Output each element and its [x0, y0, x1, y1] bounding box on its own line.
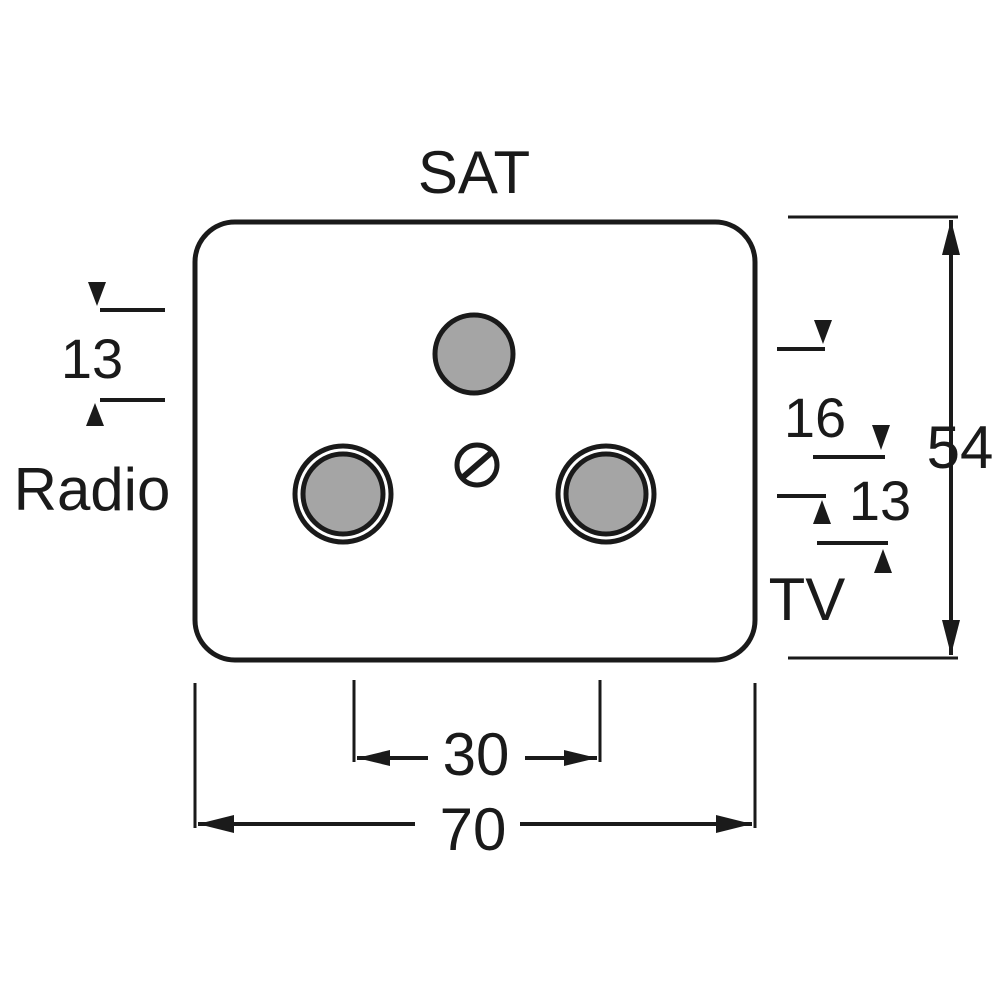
radio-socket-dimension: 13	[61, 282, 165, 426]
tv-socket-size-label: 13	[849, 469, 911, 532]
socket-spacing-dimension: 30	[352, 680, 602, 788]
height-dimension: 54	[788, 215, 994, 660]
tv-socket-dimension: 13	[777, 469, 911, 573]
tv-offset-label: 16	[784, 386, 846, 449]
sat-label: SAT	[418, 139, 530, 206]
radio-socket-size-label: 13	[61, 327, 123, 390]
width-dimension: 70	[193, 683, 757, 863]
tv-socket	[555, 443, 657, 545]
width-label: 70	[440, 796, 507, 863]
cover-plate	[192, 219, 758, 663]
tv-label: TV	[769, 566, 846, 633]
fixing-screw-icon	[454, 442, 500, 488]
tv-offset-dimension: 16	[777, 320, 890, 459]
sat-socket	[432, 312, 516, 396]
radio-label: Radio	[14, 456, 171, 523]
radio-socket	[292, 443, 394, 545]
height-label: 54	[927, 414, 994, 481]
socket-spacing-label: 30	[443, 721, 510, 788]
